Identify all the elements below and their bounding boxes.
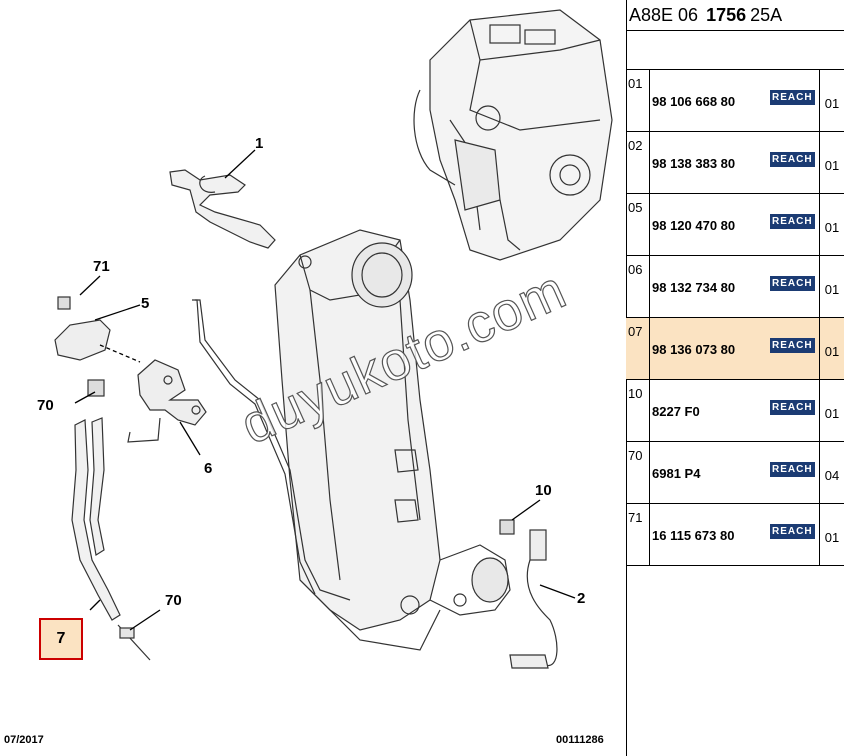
callout-70[interactable]: 70 (37, 397, 54, 414)
catalytic-converter-illustration (274, 229, 511, 651)
row-ref: 07 (626, 318, 650, 379)
row-qty: 01 (824, 406, 840, 421)
callout-70-lower[interactable]: 70 (165, 592, 182, 609)
part-number: 16 115 673 80 (652, 528, 735, 543)
panel-title: A88E 06 1756 25A (626, 0, 844, 31)
row-main: 98 132 734 80 REACH (650, 256, 820, 317)
pipe-part-1-illustration (169, 169, 276, 249)
row-qty: 01 (824, 158, 840, 173)
bracket-part-6-illustration (127, 359, 207, 443)
row-main: 98 138 383 80 REACH (650, 132, 820, 193)
reach-badge: REACH (770, 338, 815, 353)
panel-spacer (626, 31, 844, 70)
row-ref: 01 (626, 70, 650, 131)
callout-71[interactable]: 71 (93, 258, 110, 275)
row-qty: 01 (824, 282, 840, 297)
row-main: 8227 F0 REACH (650, 380, 820, 441)
part-number: 8227 F0 (652, 404, 700, 419)
reach-badge: REACH (770, 400, 815, 415)
title-bold: 1756 (706, 4, 747, 25)
row-ref: 10 (626, 380, 650, 441)
callout-2[interactable]: 2 (577, 590, 586, 607)
reach-badge: REACH (770, 524, 815, 539)
reach-badge: REACH (770, 90, 815, 105)
part-number: 98 106 668 80 (652, 94, 736, 109)
row-ref: 70 (626, 442, 650, 503)
callout-10[interactable]: 10 (535, 482, 552, 499)
exploded-parts-diagram: duyukoto.com 1 2 5 6 7 10 70 70 71 07/20… (4, 0, 627, 756)
part-number: 98 120 470 80 (652, 218, 736, 233)
engine-illustration (413, 9, 613, 261)
row-main: 98 120 470 80 REACH (650, 194, 820, 255)
row-qty: 01 (824, 96, 840, 111)
row-main: 6981 P4 REACH (650, 442, 820, 503)
part-number: 98 132 734 80 (652, 280, 736, 295)
diagram-code: 00111286 (556, 734, 604, 746)
callout-5[interactable]: 5 (141, 295, 150, 312)
reach-badge: REACH (770, 214, 815, 229)
part-number: 98 138 383 80 (652, 156, 736, 171)
row-ref: 71 (626, 504, 650, 565)
reach-badge: REACH (770, 276, 815, 291)
title-prefix: A88E 06 (629, 4, 699, 25)
row-ref: 05 (626, 194, 650, 255)
row-main: 98 136 073 80 REACH (650, 318, 820, 379)
title-suffix: 25A (750, 4, 783, 25)
leader-lines (74, 149, 576, 631)
row-main: 98 106 668 80 REACH (650, 70, 820, 131)
row-qty: 01 (824, 220, 840, 235)
row-qty: 01 (824, 530, 840, 545)
sensor-part-5-illustration (54, 296, 111, 397)
reach-badge: REACH (770, 152, 815, 167)
callout-7-selected[interactable]: 7 (39, 618, 83, 660)
row-ref: 06 (626, 256, 650, 317)
callout-6[interactable]: 6 (204, 460, 213, 477)
sensor-part-2-illustration (499, 519, 558, 669)
diagram-date: 07/2017 (4, 734, 44, 746)
thin-pipe-illustration (192, 299, 351, 601)
row-qty: 04 (824, 468, 840, 483)
row-main: 16 115 673 80 REACH (650, 504, 820, 565)
row-ref: 02 (626, 132, 650, 193)
reach-badge: REACH (770, 462, 815, 477)
part-number: 6981 P4 (652, 466, 701, 481)
callout-1[interactable]: 1 (255, 135, 264, 152)
hose-part-7-illustration (71, 417, 151, 661)
part-number: 98 136 073 80 (652, 342, 736, 357)
row-qty: 01 (824, 344, 840, 359)
diagram-drawing (54, 9, 613, 669)
